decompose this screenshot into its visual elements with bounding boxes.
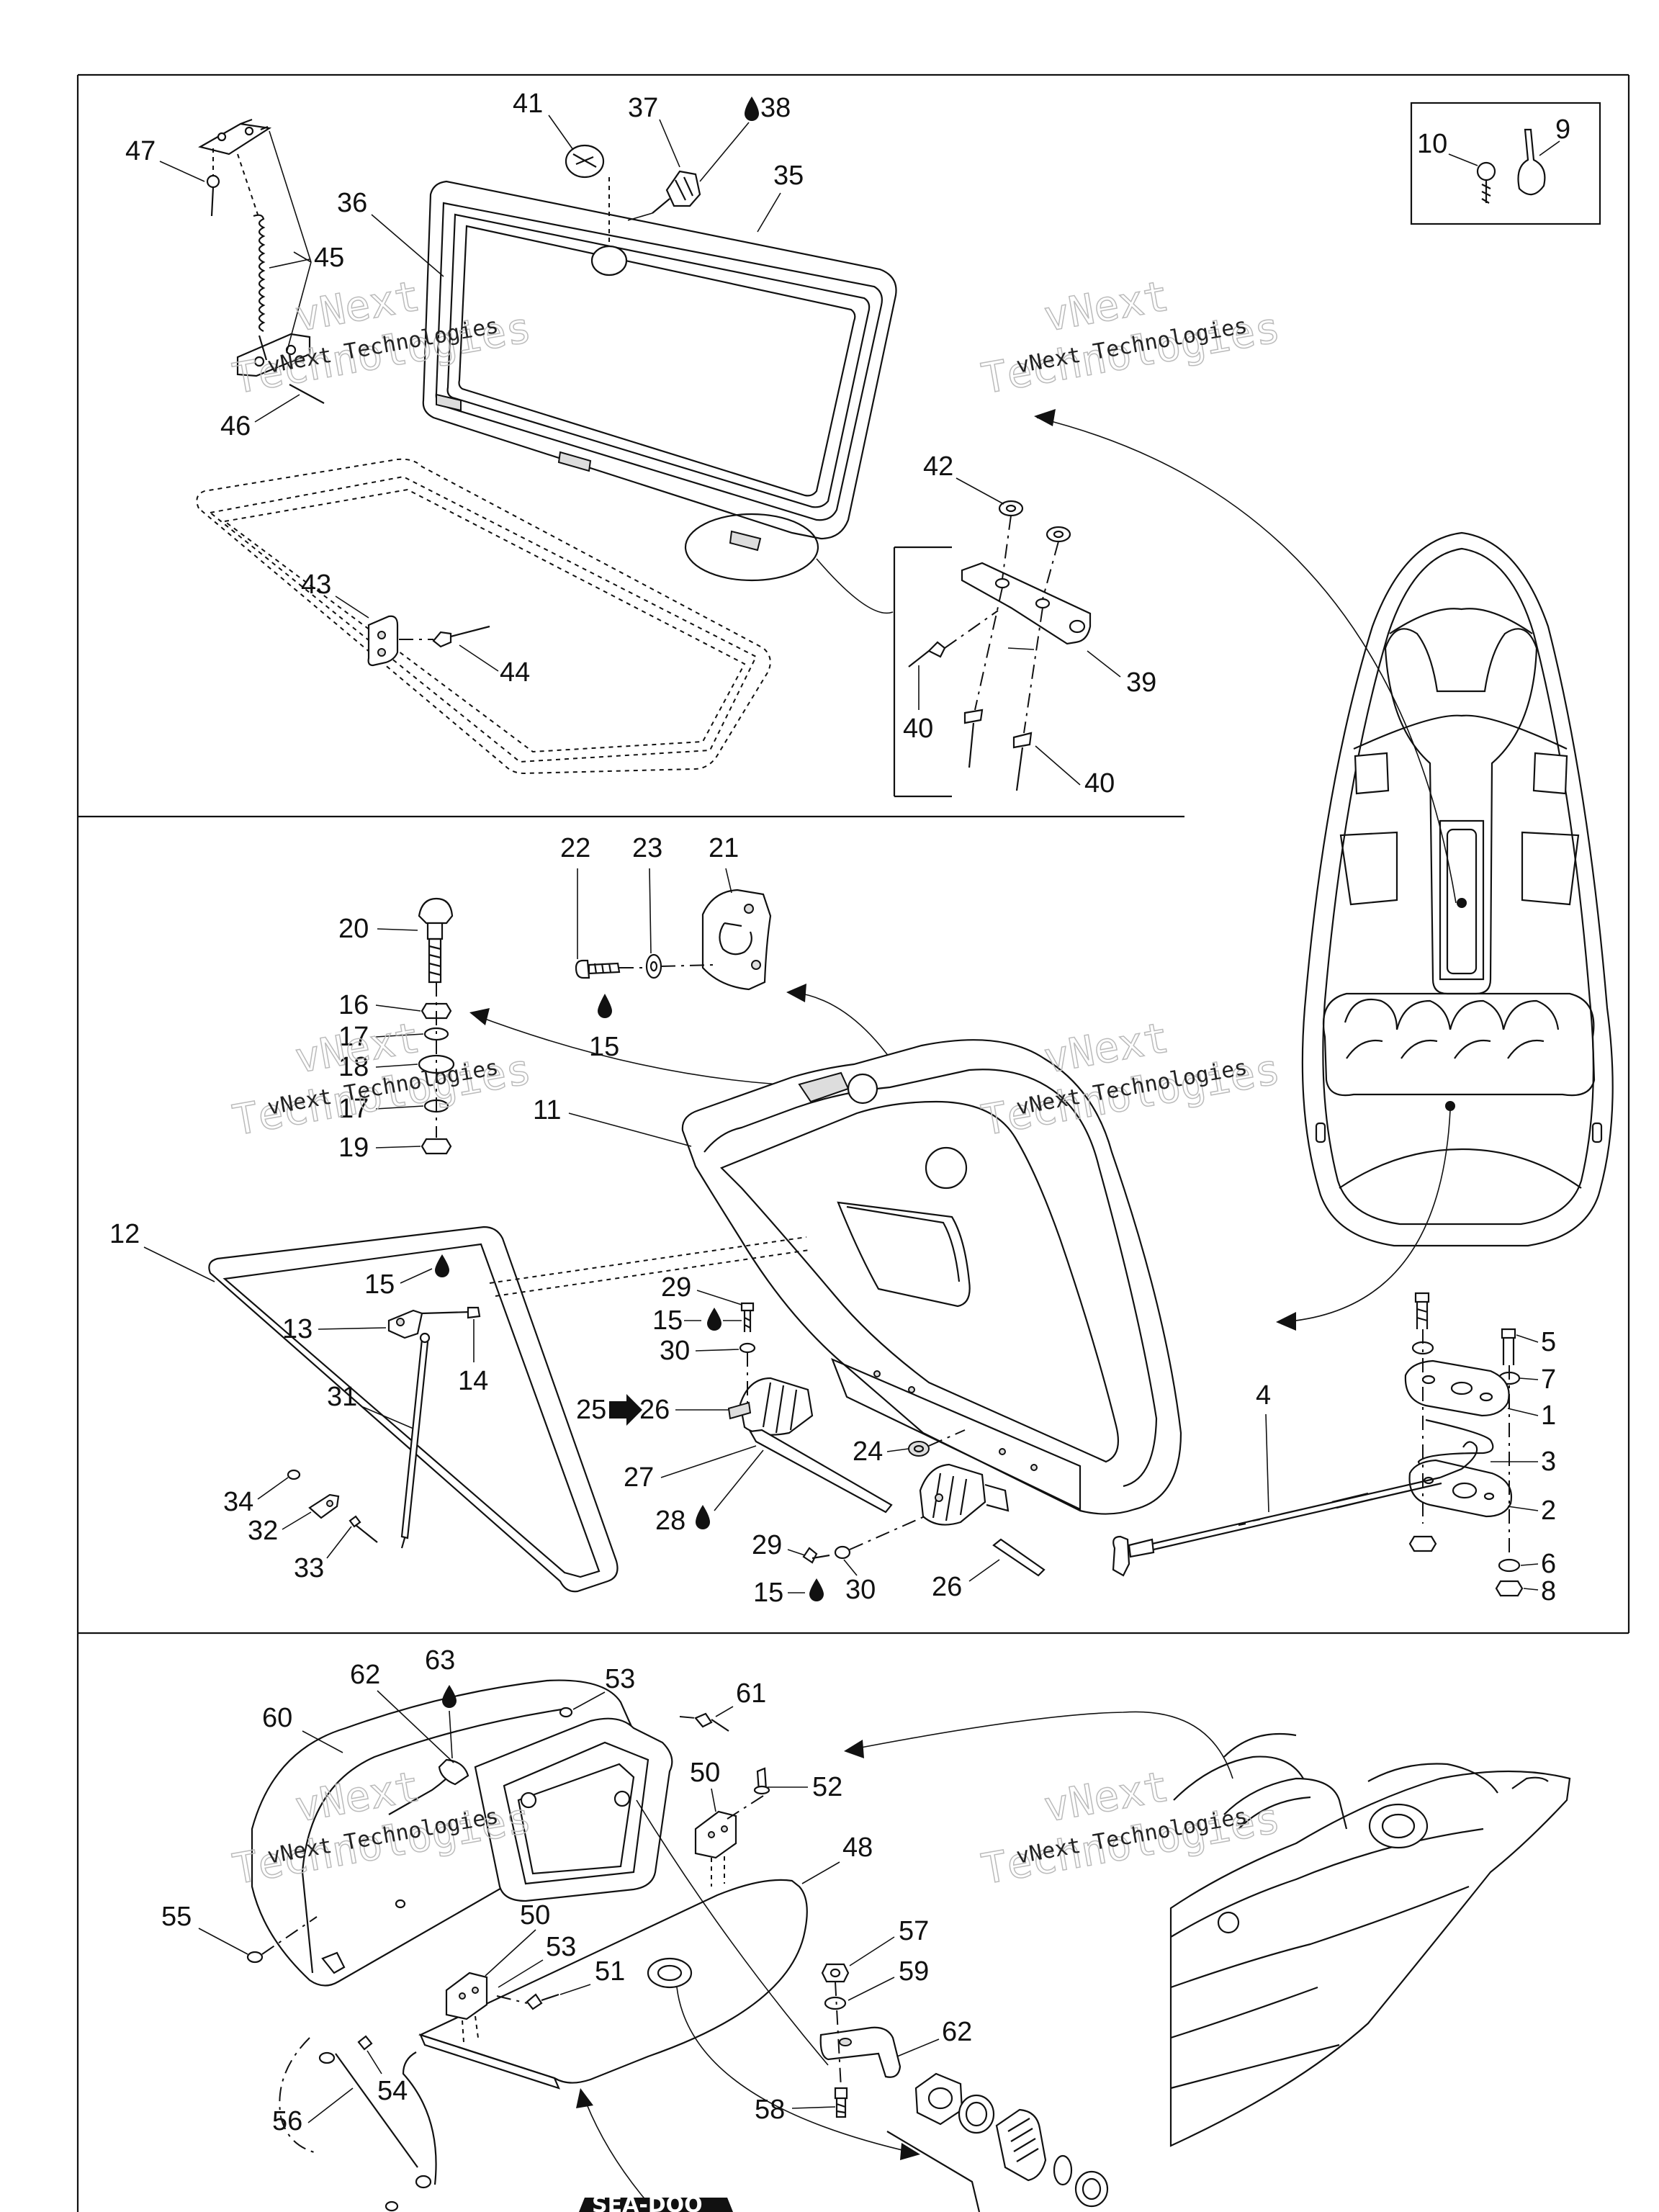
- callout-18: 18: [338, 1052, 369, 1082]
- callout-1: 1: [1541, 1401, 1556, 1431]
- callout-58: 58: [755, 2095, 785, 2125]
- callout-30-top: 30: [660, 1336, 690, 1366]
- grease-drop-icon: [435, 1254, 449, 1277]
- callout-45: 45: [314, 243, 344, 273]
- callout-57: 57: [899, 1916, 929, 1946]
- callout-15-mid: 15: [364, 1269, 395, 1300]
- middle-section-glovebox: [208, 889, 1524, 1597]
- grease-drop-icon: [745, 96, 759, 121]
- callout-15-bottom: 15: [753, 1578, 783, 1608]
- callout-62-top: 62: [350, 1660, 380, 1690]
- callout-61: 61: [736, 1678, 766, 1709]
- callout-22: 22: [560, 833, 590, 863]
- callout-32: 32: [248, 1516, 278, 1546]
- callout-53-top: 53: [605, 1664, 635, 1694]
- callout-47: 47: [125, 136, 156, 166]
- callout-15-top: 15: [589, 1032, 619, 1062]
- callout-54: 54: [377, 2076, 408, 2106]
- callout-21: 21: [709, 833, 739, 863]
- callout-20: 20: [338, 914, 369, 944]
- callout-2: 2: [1541, 1496, 1556, 1526]
- callout-63: 63: [425, 1645, 455, 1676]
- callout-12: 12: [109, 1219, 140, 1249]
- grease-drop-icon: [442, 1685, 457, 1708]
- callout-28: 28: [655, 1506, 685, 1536]
- top-callouts: 47 41 37 38 35 36 45 46 42 43 44 39 40 4…: [125, 89, 1156, 799]
- top-section-lid-assembly: [196, 118, 1092, 798]
- callout-46: 46: [220, 411, 251, 441]
- callout-35: 35: [773, 161, 804, 191]
- callout-50-top: 50: [690, 1758, 720, 1788]
- callout-62-bottom: 62: [942, 2017, 972, 2047]
- frame: [76, 73, 1630, 2212]
- callout-26-bottom: 26: [932, 1572, 962, 1602]
- watermark-3: vNext Technologies vNext Technologies: [228, 1012, 535, 1146]
- grease-drop-icon: [809, 1578, 824, 1601]
- callout-40-left: 40: [903, 714, 933, 744]
- callout-4: 4: [1256, 1380, 1271, 1411]
- grease-drop-icon: [598, 994, 612, 1018]
- inset-box-fasteners: 10 9: [1410, 102, 1601, 225]
- callout-38: 38: [760, 93, 791, 123]
- callout-42: 42: [923, 451, 953, 482]
- callout-41: 41: [513, 89, 543, 119]
- callout-16: 16: [338, 990, 369, 1020]
- callout-9: 9: [1555, 114, 1570, 145]
- callout-14: 14: [458, 1366, 488, 1396]
- callout-51: 51: [595, 1956, 625, 1987]
- callout-52: 52: [812, 1772, 842, 1802]
- callout-26-top: 26: [639, 1395, 670, 1425]
- callout-56: 56: [272, 2106, 302, 2136]
- callout-23: 23: [632, 833, 662, 863]
- callout-27: 27: [624, 1462, 654, 1493]
- callout-15-hinge: 15: [652, 1305, 683, 1336]
- callout-29-bottom: 29: [752, 1530, 782, 1560]
- callout-55: 55: [161, 1902, 192, 1932]
- svg-text:SEA-DOO: SEA-DOO: [592, 2193, 703, 2212]
- watermark-2: vNext Technologies vNext Technologies: [977, 271, 1284, 404]
- bottom-section-console: SEA-DOO: [246, 1679, 1571, 2212]
- callout-40-right: 40: [1084, 768, 1115, 799]
- callout-19: 19: [338, 1133, 369, 1163]
- watercraft-side-view: [1169, 1732, 1571, 2147]
- callout-17-bottom: 17: [338, 1094, 369, 1124]
- callout-50-bottom: 50: [520, 1900, 550, 1930]
- sea-doo-logo: SEA-DOO: [579, 2193, 733, 2212]
- callout-59: 59: [899, 1956, 929, 1987]
- callout-31: 31: [327, 1382, 357, 1412]
- grease-drop-icon: [696, 1505, 710, 1529]
- callout-43: 43: [301, 570, 331, 600]
- callout-29-top: 29: [661, 1272, 691, 1303]
- callout-11: 11: [533, 1095, 561, 1125]
- bottom-callouts: 62 63 53 60 61 50 52 48 55 50 53 51 57 5…: [161, 1645, 972, 2136]
- callout-3: 3: [1541, 1447, 1556, 1477]
- arrow-right-icon: [609, 1394, 642, 1426]
- callout-5: 5: [1541, 1327, 1556, 1357]
- callout-25: 25: [576, 1395, 606, 1425]
- callout-7: 7: [1541, 1364, 1556, 1395]
- callout-53-bottom: 53: [546, 1932, 576, 1962]
- callout-33: 33: [294, 1553, 324, 1583]
- grease-drop-icon: [707, 1308, 721, 1331]
- callout-48: 48: [842, 1833, 873, 1863]
- callout-13: 13: [282, 1314, 313, 1344]
- callout-6: 6: [1541, 1549, 1556, 1579]
- callout-39: 39: [1126, 667, 1156, 698]
- callout-37: 37: [628, 93, 658, 123]
- middle-callouts: 22 23 21 20 16 17 18 17 19 15 11 12 15 1…: [109, 833, 1556, 1608]
- callout-34: 34: [223, 1487, 253, 1517]
- callout-60: 60: [262, 1703, 292, 1733]
- callout-36: 36: [337, 188, 367, 218]
- callout-24: 24: [853, 1437, 883, 1467]
- callout-17-top: 17: [338, 1022, 369, 1052]
- callout-10: 10: [1417, 129, 1447, 159]
- callout-44: 44: [500, 657, 530, 688]
- watercraft-top-view: [1034, 409, 1614, 1331]
- callout-30-bottom: 30: [845, 1575, 876, 1605]
- callout-8: 8: [1541, 1576, 1556, 1606]
